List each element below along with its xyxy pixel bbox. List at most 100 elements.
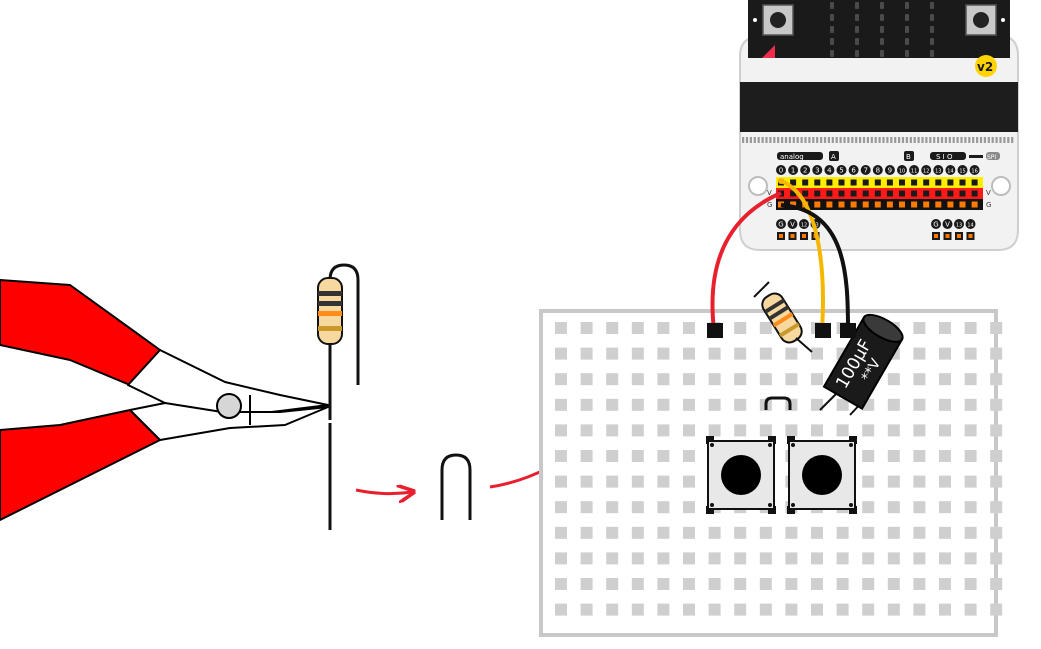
breadboard-hole xyxy=(964,603,977,616)
breadboard-hole xyxy=(708,552,721,565)
pin-number-label: 5 xyxy=(839,167,843,175)
breadboard-hole xyxy=(939,475,951,488)
header-pin xyxy=(899,190,905,197)
led xyxy=(830,26,834,33)
breadboard-hole xyxy=(606,578,619,590)
pin-number-badge xyxy=(848,165,859,175)
breadboard-hole xyxy=(580,424,593,437)
breadboard-hole xyxy=(580,603,593,616)
header-pin xyxy=(862,190,869,197)
label-spi: SPI xyxy=(987,154,996,161)
breadboard-hole xyxy=(939,322,951,334)
breadboard-hole xyxy=(785,603,798,616)
breadboard-hole xyxy=(964,373,977,386)
pin-number-badge xyxy=(884,165,895,175)
breadboard-hole xyxy=(759,603,772,616)
breadboard-hole xyxy=(887,526,900,539)
breadboard-hole xyxy=(811,398,823,411)
breadboard-hole xyxy=(734,424,747,437)
breadboard-hole xyxy=(734,398,747,411)
breadboard-hole xyxy=(785,526,798,539)
breadboard-hole xyxy=(939,373,951,386)
breadboard-hole xyxy=(657,424,670,437)
header-pin xyxy=(959,179,966,186)
breadboard-hole xyxy=(657,603,670,616)
led xyxy=(830,38,834,45)
led xyxy=(830,14,834,21)
push-button-left xyxy=(706,436,776,514)
led xyxy=(880,38,884,45)
pin-group-badge xyxy=(787,219,798,229)
pin-group-badge xyxy=(931,219,941,229)
breadboard-hole xyxy=(759,552,772,565)
breadboard-hole xyxy=(631,578,644,590)
breadboard-hole xyxy=(964,475,977,488)
breadboard-hole xyxy=(887,373,900,386)
breadboard-hole xyxy=(734,373,747,386)
breadboard-hole xyxy=(862,424,875,437)
pin-number-badge xyxy=(969,165,980,175)
breadboard-hole xyxy=(964,398,977,411)
breadboard-hole xyxy=(913,475,926,488)
pin-group-label: 12 xyxy=(801,223,807,229)
breadboard-hole xyxy=(990,398,1003,411)
header-pin xyxy=(971,179,978,186)
breadboard-hole xyxy=(580,578,593,590)
header-pin xyxy=(899,201,905,208)
breadboard-hole xyxy=(811,424,823,437)
breadboard-hole xyxy=(939,501,951,514)
breadboard-hole xyxy=(964,501,977,514)
pin-number-badge xyxy=(933,165,944,175)
breadboard-hole xyxy=(734,322,747,334)
breadboard-hole xyxy=(708,526,721,539)
wire-ground xyxy=(780,203,850,331)
breadboard-hole xyxy=(555,450,567,462)
breadboard-hole xyxy=(913,526,926,539)
pin-number-label: 8 xyxy=(876,167,880,175)
pin-number-badge xyxy=(836,165,847,175)
led xyxy=(855,26,859,33)
breadboard-hole xyxy=(785,373,798,386)
breadboard-hole xyxy=(990,322,1003,334)
led xyxy=(830,50,834,57)
header-pin xyxy=(947,201,954,208)
board-mount-hole-right xyxy=(991,176,1011,196)
version-badge xyxy=(975,55,997,77)
breadboard-hole xyxy=(964,578,977,590)
breadboard-hole xyxy=(555,552,567,565)
breadboard-resistor-icon xyxy=(761,292,803,344)
pin-number-badge xyxy=(812,165,823,175)
pin-number-label: 6 xyxy=(851,167,856,175)
header-pin xyxy=(838,201,845,208)
header-pin xyxy=(850,190,857,197)
breadboard-hole xyxy=(862,475,875,488)
header-pin xyxy=(778,201,784,208)
pliers-pivot xyxy=(216,393,242,419)
breadboard-hole xyxy=(785,578,798,590)
rail-label-g-left: G xyxy=(767,201,772,209)
wire-signal-end xyxy=(815,323,831,338)
breadboard-hole xyxy=(606,552,619,565)
led xyxy=(930,26,934,33)
pin-number-badge xyxy=(788,165,799,175)
header-pin xyxy=(826,201,833,208)
wires xyxy=(707,178,856,338)
breadboard-hole xyxy=(836,526,849,539)
breadboard-hole xyxy=(580,322,593,334)
breadboard-hole xyxy=(785,347,798,360)
breadboard-hole xyxy=(990,450,1003,462)
header-pin xyxy=(935,190,942,197)
header-pin xyxy=(862,179,869,186)
breadboard-hole xyxy=(606,322,619,334)
rail-label-v-left: V xyxy=(767,189,772,197)
header-pin xyxy=(790,190,797,197)
label-analog: analog xyxy=(780,153,804,161)
header-pin xyxy=(826,179,833,186)
wire-power xyxy=(710,191,782,331)
pin-number-label: 13 xyxy=(935,169,941,175)
pin-number-label: 7 xyxy=(863,167,867,175)
breadboard-hole xyxy=(657,450,670,462)
pin-number-label: 10 xyxy=(899,169,905,175)
breadboard-hole xyxy=(555,398,567,411)
breadboard-hole xyxy=(734,603,747,616)
